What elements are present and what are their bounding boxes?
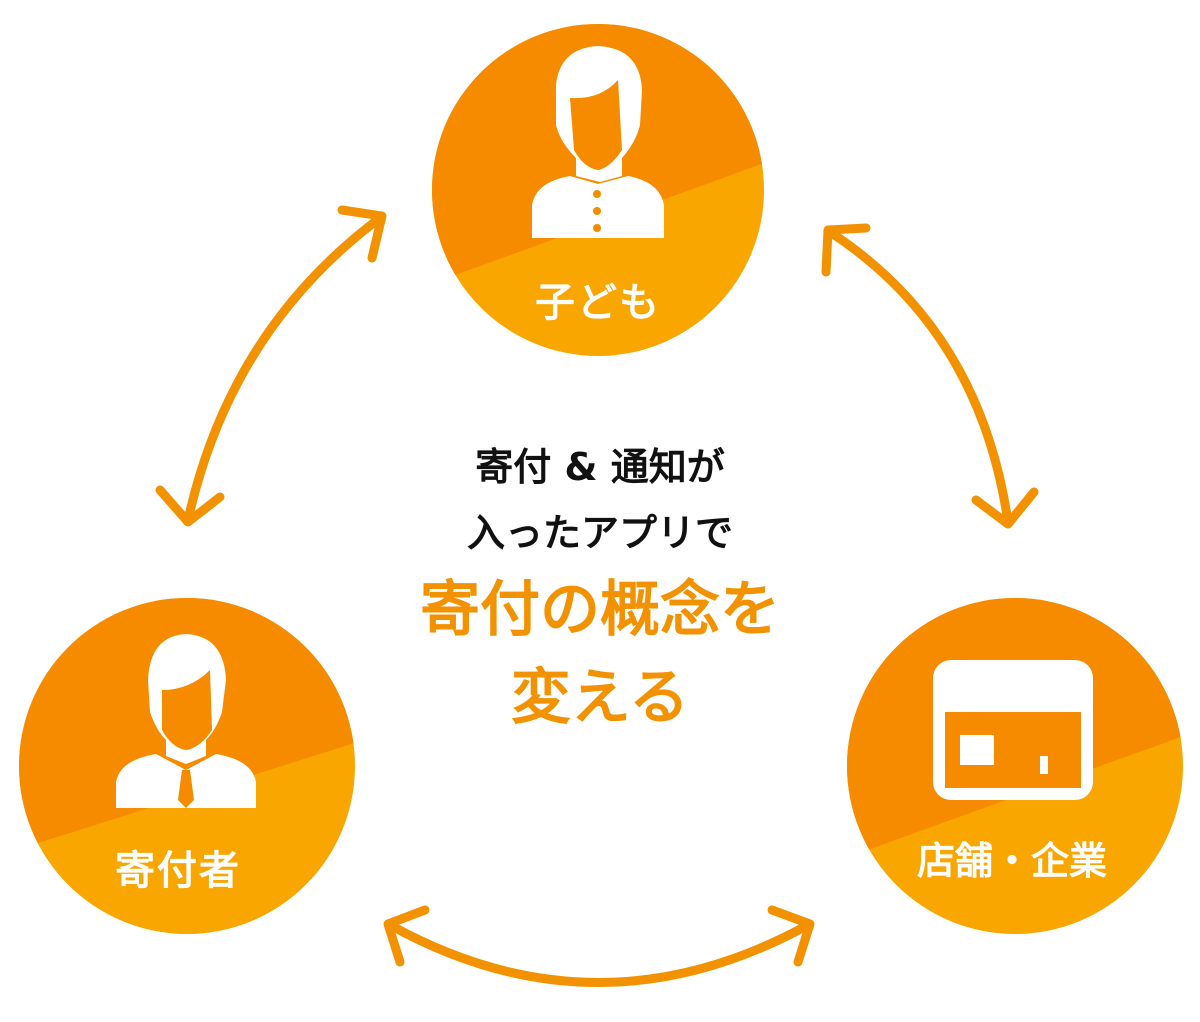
node-label-donor: 寄付者 [115, 848, 241, 894]
center-message: 寄付 & 通知が 入ったアプリで 寄付の概念を 変える [300, 434, 900, 742]
center-line-2: 入ったアプリで [466, 511, 733, 555]
storefront-icon [933, 660, 1093, 800]
arrowhead-store-end-bottom [767, 905, 815, 967]
arrowhead-store-end [971, 487, 1039, 529]
arrowhead-child-end-right [821, 223, 871, 277]
arrow-child-donor [183, 213, 385, 525]
node-label-store: 店舗・企業 [916, 839, 1107, 883]
node-label-child: 子ども [535, 280, 661, 326]
arrowhead-child-end [337, 205, 387, 263]
arrow-child-store [825, 227, 1013, 527]
center-headline-1: 寄付の概念を [420, 575, 780, 645]
center-line-1: 寄付 & 通知が [475, 445, 725, 489]
arrowhead-donor-end-bottom [383, 905, 430, 967]
arrow-donor-store [385, 920, 813, 987]
arrowhead-donor-end [155, 485, 225, 527]
center-headline-2: 変える [510, 663, 690, 733]
